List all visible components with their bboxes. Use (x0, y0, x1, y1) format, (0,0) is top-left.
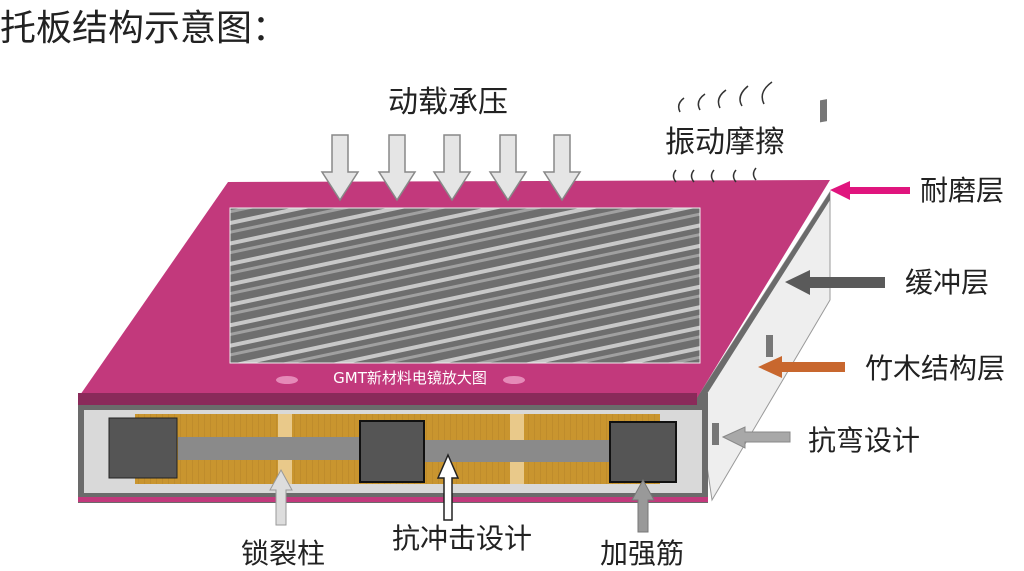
label-impact: 抗冲击设计 (392, 522, 532, 555)
label-lock-post: 锁裂柱 (241, 537, 325, 570)
lock-post-arrow (269, 468, 293, 526)
label-buffer: 缓冲层 (905, 266, 989, 299)
side-slot (820, 99, 827, 123)
side-slot (766, 335, 773, 357)
label-bending: 抗弯设计 (808, 424, 920, 457)
impact-bar (425, 440, 613, 462)
wear-layer-arrow (830, 181, 910, 200)
impact-arrow (436, 453, 460, 521)
buffer-arrow (785, 270, 885, 295)
label-rib: 加强筋 (600, 537, 684, 570)
load-label: 动载承压 (388, 85, 508, 120)
label-wear-layer: 耐磨层 (920, 174, 1004, 207)
side-buffer-edge (697, 192, 830, 405)
rib-arrow (631, 478, 655, 533)
diagram-title: 托板结构示意图： (0, 8, 288, 49)
bending-arrow (721, 426, 791, 449)
reinforcement-block (609, 421, 677, 483)
load-arrow (542, 134, 582, 202)
load-arrow (488, 134, 528, 202)
bottom-wear-layer (78, 497, 708, 502)
label-core: 竹木结构层 (865, 352, 1005, 385)
load-arrow (432, 134, 472, 202)
load-arrow (320, 134, 360, 202)
vibration-waves-icon (672, 81, 773, 183)
dot (503, 376, 525, 384)
load-arrow (377, 134, 417, 202)
dot (276, 376, 298, 384)
side-slot (712, 423, 719, 445)
reinforcement-block (359, 420, 425, 483)
friction-label: 振动摩擦 (665, 125, 785, 160)
photo-caption: GMT新材料电镜放大图 (333, 369, 487, 387)
sem-photo (229, 207, 701, 364)
reinforcement-block (108, 417, 178, 479)
impact-bar (178, 437, 363, 460)
core-arrow (758, 356, 845, 378)
wear-layer-edge (78, 393, 697, 405)
